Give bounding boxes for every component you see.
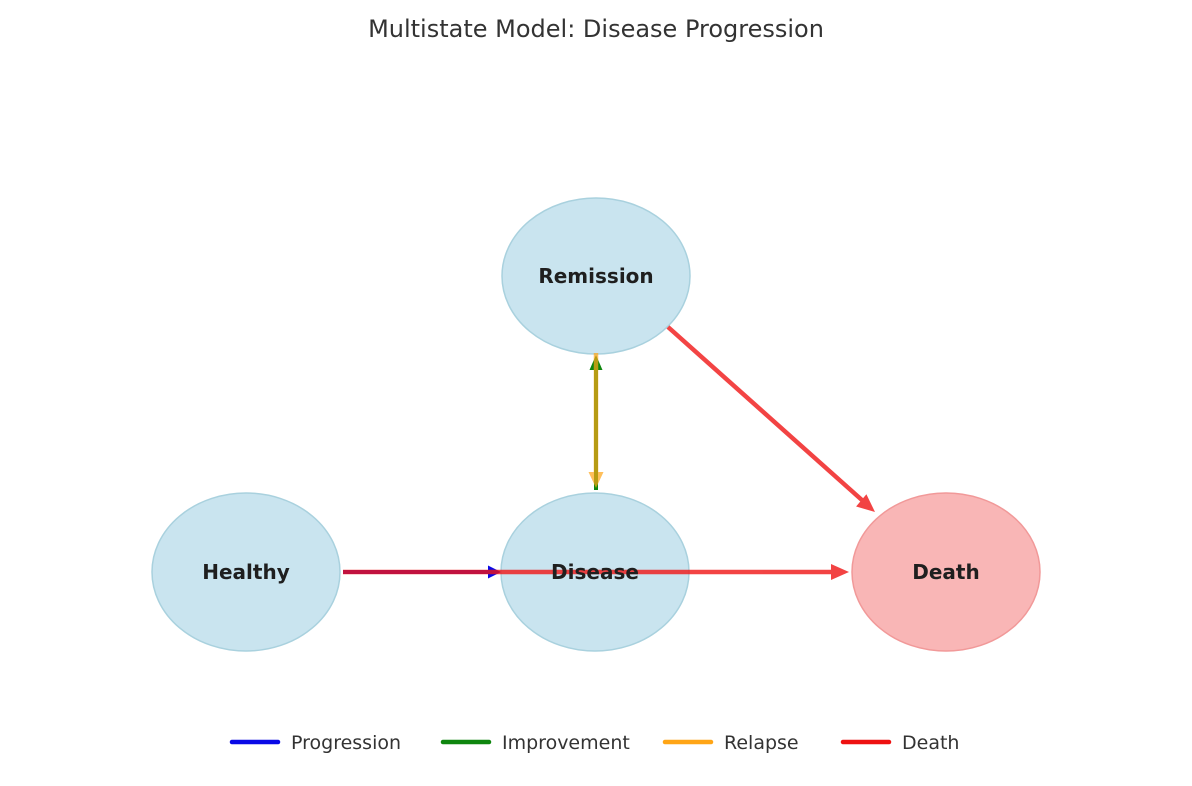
node-label-remission: Remission xyxy=(538,264,653,288)
node-death xyxy=(851,492,1041,652)
edge-relapse xyxy=(588,353,604,488)
node-label-healthy: Healthy xyxy=(202,560,290,584)
legend-item-improvement: Improvement xyxy=(440,732,630,754)
legend-label-relapse: Relapse xyxy=(724,732,799,754)
legend: Progression Improvement Relapse Death xyxy=(229,732,959,754)
node-label-death: Death xyxy=(912,560,979,584)
edge-death-from-healthy xyxy=(343,564,849,580)
legend-item-relapse: Relapse xyxy=(662,732,799,754)
death-horizontal-arrowhead-icon xyxy=(831,564,849,580)
legend-label-progression: Progression xyxy=(291,732,401,754)
node-healthy xyxy=(151,492,341,652)
death-diagonal-arrowhead-icon xyxy=(856,494,875,512)
death-diagonal-line xyxy=(666,325,865,503)
transition-edges xyxy=(343,325,875,580)
state-node-labels: Healthy Disease Remission Death xyxy=(202,264,979,584)
legend-item-death: Death xyxy=(840,732,959,754)
legend-label-death: Death xyxy=(902,732,959,754)
edge-death-from-remission xyxy=(666,325,875,512)
node-label-disease: Disease xyxy=(551,560,639,584)
page-title: Multistate Model: Disease Progression xyxy=(368,15,824,43)
legend-label-improvement: Improvement xyxy=(502,732,630,754)
relapse-arrowhead-icon xyxy=(588,472,604,488)
legend-item-progression: Progression xyxy=(229,732,401,754)
